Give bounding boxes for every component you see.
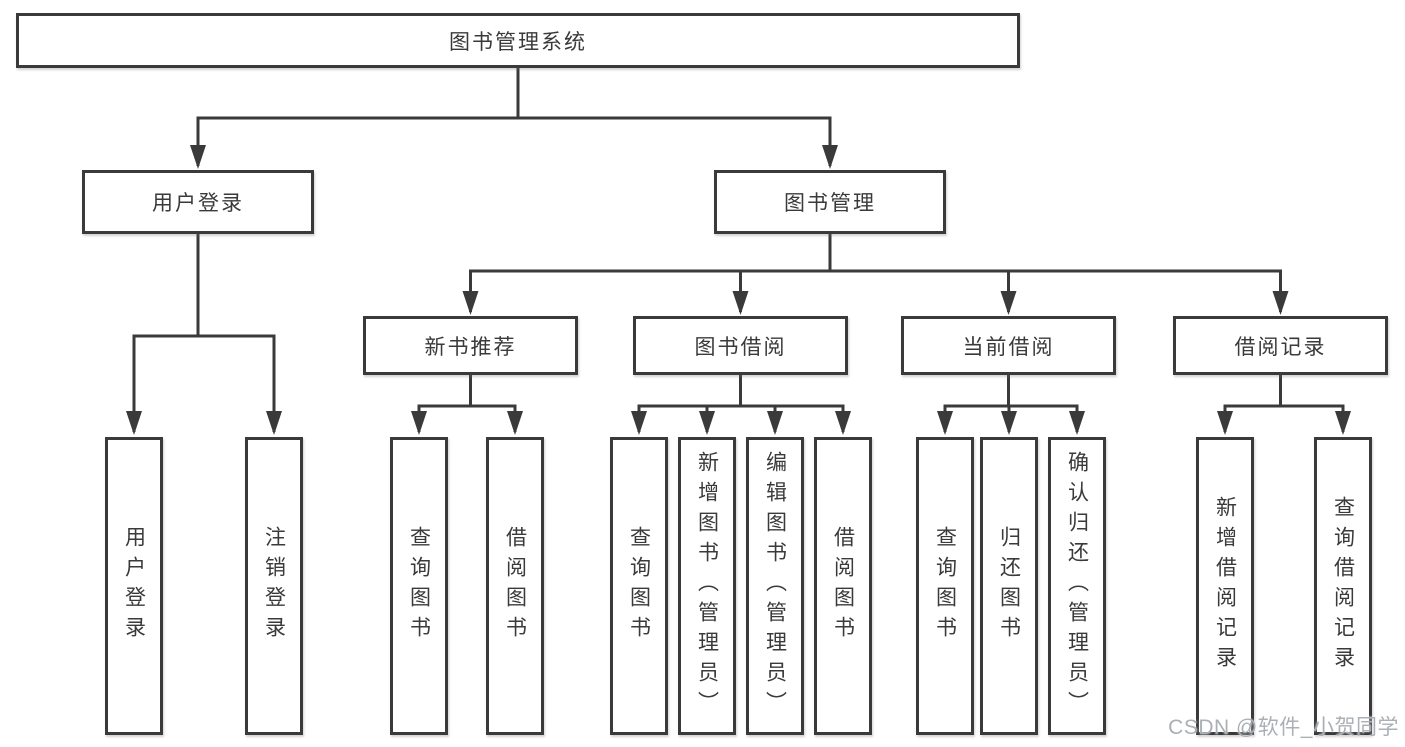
node-borrowing-records: 借阅记录 xyxy=(1173,316,1388,375)
node-label: 查询图书 xyxy=(407,526,431,646)
leaf-add-borrow-record: 新增借阅记录 xyxy=(1196,437,1254,735)
node-label: 新书推荐 xyxy=(424,335,517,359)
leaf-return-books: 归还图书 xyxy=(980,437,1038,735)
node-label: 借阅图书 xyxy=(503,526,527,646)
leaf-confirm-return-admin: 确认归还（管理员） xyxy=(1048,437,1106,735)
node-label: 图书管理系统 xyxy=(449,30,587,54)
watermark: CSDN @软件_小贺同学 xyxy=(1168,716,1399,739)
node-label: 图书借阅 xyxy=(694,335,787,359)
leaf-query-books-borrowing: 查询图书 xyxy=(610,437,668,735)
node-label: 编辑图书（管理员） xyxy=(763,451,787,721)
node-current-borrowing: 当前借阅 xyxy=(901,316,1116,375)
node-label: 查询图书 xyxy=(933,526,957,646)
leaf-edit-books-admin: 编辑图书（管理员） xyxy=(746,437,804,735)
node-label: 新增图书（管理员） xyxy=(695,451,719,721)
leaf-user-login: 用户登录 xyxy=(105,437,163,735)
leaf-query-borrow-record: 查询借阅记录 xyxy=(1314,437,1372,735)
node-label: 用户登录 xyxy=(152,192,244,215)
node-label: 借阅记录 xyxy=(1234,335,1327,359)
node-label: 确认归还（管理员） xyxy=(1065,451,1089,721)
leaf-logout: 注销登录 xyxy=(245,437,303,735)
leaf-borrow-books-borrowing: 借阅图书 xyxy=(814,437,872,735)
node-book-borrowing: 图书借阅 xyxy=(633,316,848,375)
leaf-query-books-recommend: 查询图书 xyxy=(390,437,448,735)
node-label: 当前借阅 xyxy=(962,335,1055,359)
node-label: 注销登录 xyxy=(262,526,286,646)
node-label: 用户登录 xyxy=(122,526,146,646)
node-label: 图书管理 xyxy=(784,192,876,215)
leaf-add-books-admin: 新增图书（管理员） xyxy=(678,437,736,735)
node-label: 新增借阅记录 xyxy=(1213,496,1237,676)
leaf-borrow-books-recommend: 借阅图书 xyxy=(486,437,544,735)
node-library-system: 图书管理系统 xyxy=(16,13,1020,68)
node-user-login: 用户登录 xyxy=(82,170,314,234)
node-new-book-recommend: 新书推荐 xyxy=(363,316,578,375)
node-label: 借阅图书 xyxy=(831,526,855,646)
node-label: 查询图书 xyxy=(627,526,651,646)
node-label: 归还图书 xyxy=(997,526,1021,646)
node-book-management: 图书管理 xyxy=(714,170,946,234)
node-label: 查询借阅记录 xyxy=(1331,496,1355,676)
leaf-query-books-current: 查询图书 xyxy=(916,437,974,735)
